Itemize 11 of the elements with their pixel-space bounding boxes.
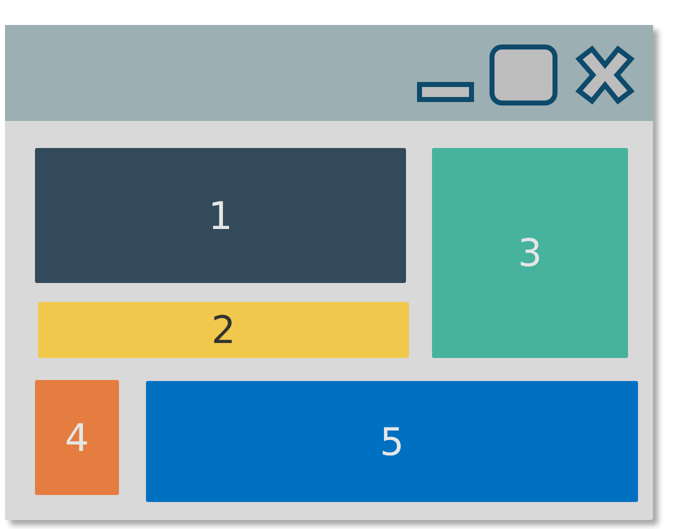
layout-block xyxy=(432,148,628,358)
layout-block xyxy=(146,381,638,502)
block-number: 4 xyxy=(64,418,90,456)
block-number: 2 xyxy=(211,311,236,349)
block-number: 1 xyxy=(208,196,233,234)
block-number: 3 xyxy=(518,234,542,272)
layout-block xyxy=(38,302,409,358)
layout-block xyxy=(35,148,406,283)
browser-window xyxy=(5,25,653,520)
block-number: 5 xyxy=(380,422,404,460)
layout-block xyxy=(35,380,119,495)
